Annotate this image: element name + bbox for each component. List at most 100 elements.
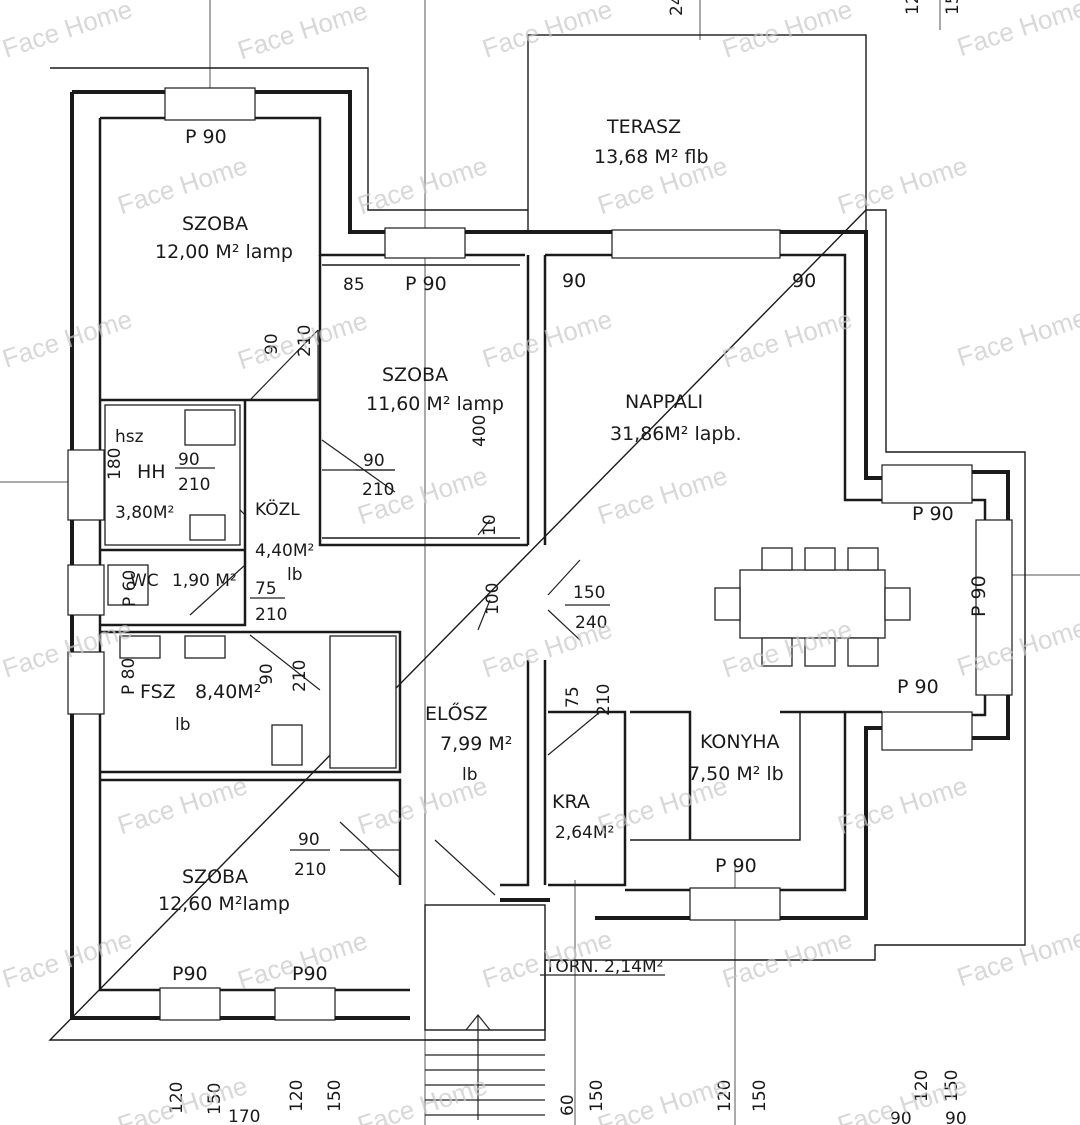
bath-fixture: [184, 635, 226, 659]
outer-contour: [48, 67, 1026, 1041]
watermark: Face Home: [834, 770, 971, 840]
chair: [884, 587, 911, 621]
room-floor-elosz: lb: [462, 765, 478, 785]
opening-label: P 90: [405, 273, 447, 295]
dim-label: 90: [178, 450, 200, 470]
bottom-edge-numbers: 120 150 170 120 150 60 150 120 150 120 1…: [167, 1070, 967, 1125]
watermark: Face Home: [953, 922, 1080, 992]
room-area-wc: 1,90 M²: [172, 571, 237, 591]
hh-box: [184, 409, 236, 446]
edge-dim-label: 150: [325, 1080, 345, 1112]
watermark: Face Home: [834, 150, 971, 220]
chair: [761, 547, 793, 571]
window: [274, 987, 336, 1021]
hh-box: [189, 514, 226, 541]
dim-label: 210: [295, 325, 315, 357]
watermark: Face Home: [953, 302, 1080, 372]
edge-dim-label: 90: [890, 1109, 912, 1125]
edge-dim-label: 150: [750, 1080, 770, 1112]
watermark: Face Home: [114, 150, 251, 220]
room-area-hh: 3,80M²: [115, 503, 174, 523]
edge-dim-label: 12: [903, 0, 923, 15]
chair: [804, 547, 836, 571]
chair: [761, 637, 793, 667]
room-area-kra: 2,64M²: [555, 823, 614, 843]
dim-label: 75: [255, 579, 277, 599]
room-area-szoba-3: 12,60 M²lamp: [158, 893, 290, 915]
watermark: Face Home: [234, 0, 371, 65]
bath-fixture: [119, 635, 161, 659]
room-name-kra: KRA: [552, 791, 590, 813]
shower-tray: [271, 724, 303, 766]
watermark: Face Home: [594, 460, 731, 530]
chair: [804, 637, 836, 667]
opening-label: P 90: [715, 855, 757, 877]
opening-label: P90: [172, 963, 208, 985]
room-name-fsz: FSZ: [140, 681, 176, 703]
room-area-kozl: 4,40M²: [255, 541, 314, 561]
opening-label: P 80: [119, 658, 139, 695]
dim-label: 90: [562, 270, 586, 292]
watermark: Face Home: [479, 924, 616, 994]
entry-stairs: [424, 904, 665, 1120]
room-name-terasz: TERASZ: [606, 116, 681, 138]
fixtures: [104, 404, 911, 769]
room-area-szoba-2: 11,60 M² lamp: [366, 393, 504, 415]
dim-label: 85: [343, 275, 365, 295]
room-area-nappali: 31,86M² lapb.: [610, 423, 742, 445]
window: [689, 887, 781, 921]
watermark: Face Home: [953, 0, 1080, 62]
edge-dim-label: 90: [945, 1109, 967, 1125]
room-labels: TERASZ 13,68 M² flb SZOBA 12,00 M² lamp …: [115, 116, 784, 977]
opening-label: P 90: [912, 503, 954, 525]
dim-label: 210: [294, 860, 326, 880]
watermark: Face Home: [594, 1070, 731, 1125]
dim-label: 180: [105, 448, 125, 480]
room-name-torn: TORN. 2,14M²: [544, 957, 663, 977]
watermark: Face Home: [479, 304, 616, 374]
windows: [67, 87, 1013, 1021]
dim-label: 100: [483, 583, 503, 615]
watermark: Face Home: [594, 770, 731, 840]
opening-label: P90: [292, 963, 328, 985]
watermark: Face Home: [479, 614, 616, 684]
room-name-wc: WC: [130, 571, 159, 591]
watermark: Face Home: [234, 305, 371, 375]
window: [164, 87, 256, 121]
edge-dim-label: 120: [912, 1070, 932, 1102]
terrace-outline: [527, 34, 867, 234]
interior-walls: [100, 255, 845, 887]
top-edge-numbers: 15 12 24: [667, 0, 963, 16]
dim-label: 210: [290, 660, 310, 692]
window: [881, 711, 973, 751]
door-swings: [189, 329, 601, 896]
watermark: Face Home: [953, 612, 1080, 682]
room-name-konyha: KONYHA: [700, 731, 779, 753]
inner-outer-walls: [98, 116, 987, 992]
fraction-lines: [175, 467, 610, 851]
dim-label: 75: [563, 686, 583, 708]
window: [67, 564, 105, 616]
edge-dim-label: 120: [167, 1082, 187, 1114]
watermark: Face Home: [479, 0, 616, 64]
bathtub: [329, 635, 397, 769]
window: [159, 987, 221, 1021]
dim-label: 210: [178, 475, 210, 495]
window: [611, 229, 781, 259]
wc-bowl: [107, 564, 149, 606]
dim-label: 90: [792, 270, 816, 292]
room-area-fsz: 8,40M²: [195, 681, 261, 703]
window: [384, 227, 466, 259]
dimension-labels: P 90 85 P 90 90 90 90 210 400 90 210 180…: [105, 126, 990, 985]
edge-dim-label: 170: [228, 1107, 260, 1125]
opening-label: P 90: [968, 575, 990, 617]
chair: [714, 587, 741, 621]
dim-label: 150: [573, 583, 605, 603]
edge-dim-label: 120: [287, 1080, 307, 1112]
opening-label: P 60: [120, 570, 140, 607]
room-name-hh: HH: [137, 461, 166, 483]
dim-label: 210: [255, 605, 287, 625]
room-area-konyha: 7,50 M² lb: [688, 763, 784, 785]
